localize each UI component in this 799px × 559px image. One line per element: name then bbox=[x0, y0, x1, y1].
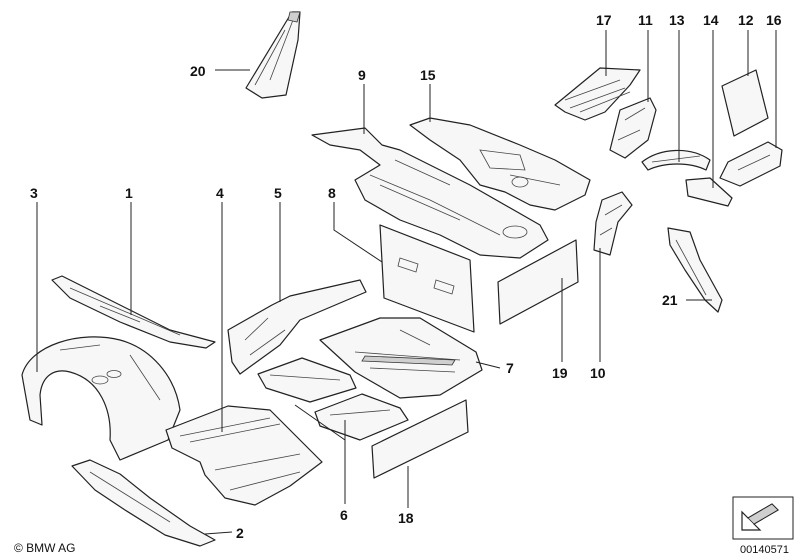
part-21 bbox=[667, 227, 723, 313]
callout-15: 15 bbox=[420, 67, 436, 83]
corner-badge: 00140571 bbox=[732, 496, 794, 556]
part-3 bbox=[21, 336, 181, 461]
part-11 bbox=[609, 97, 657, 159]
part-5 bbox=[227, 279, 367, 375]
arrow-badge-icon bbox=[741, 503, 779, 531]
callout-6: 6 bbox=[340, 507, 348, 523]
part-12 bbox=[721, 69, 769, 137]
part-15 bbox=[409, 117, 591, 211]
leader-lines bbox=[36, 30, 777, 535]
callout-1: 1 bbox=[125, 185, 133, 201]
part-16 bbox=[719, 141, 783, 187]
callout-16: 16 bbox=[766, 12, 782, 28]
callout-8: 8 bbox=[328, 185, 336, 201]
part-7 bbox=[319, 317, 483, 399]
part-10 bbox=[593, 191, 633, 256]
callout-14: 14 bbox=[703, 12, 719, 28]
part-1 bbox=[51, 275, 216, 349]
callout-7: 7 bbox=[506, 360, 514, 376]
callout-2: 2 bbox=[236, 525, 244, 541]
part-14 bbox=[685, 177, 733, 207]
callout-5: 5 bbox=[274, 185, 282, 201]
callout-19: 19 bbox=[552, 365, 568, 381]
callout-9: 9 bbox=[358, 67, 366, 83]
copyright-text: © BMW AG bbox=[14, 541, 76, 555]
callout-13: 13 bbox=[669, 12, 685, 28]
callout-labels: 3 1 4 5 8 9 15 17 11 13 14 12 16 20 21 1… bbox=[30, 12, 782, 541]
part-18 bbox=[371, 399, 469, 479]
part-9 bbox=[311, 127, 549, 259]
part-2 bbox=[71, 459, 216, 547]
part-6 bbox=[257, 357, 409, 441]
part-number-text: 00140571 bbox=[740, 544, 789, 556]
callout-12: 12 bbox=[738, 12, 754, 28]
part-19 bbox=[497, 239, 579, 325]
callout-4: 4 bbox=[216, 185, 224, 201]
part-4 bbox=[165, 405, 323, 506]
callout-18: 18 bbox=[398, 510, 414, 526]
part-20 bbox=[245, 11, 301, 99]
part-13 bbox=[641, 149, 711, 171]
callout-21: 21 bbox=[662, 292, 678, 308]
callout-3: 3 bbox=[30, 185, 38, 201]
callout-20: 20 bbox=[190, 63, 206, 79]
part-17 bbox=[554, 67, 641, 121]
callout-17: 17 bbox=[596, 12, 612, 28]
callout-10: 10 bbox=[590, 365, 606, 381]
callout-11: 11 bbox=[638, 12, 653, 28]
part-8 bbox=[379, 224, 475, 333]
